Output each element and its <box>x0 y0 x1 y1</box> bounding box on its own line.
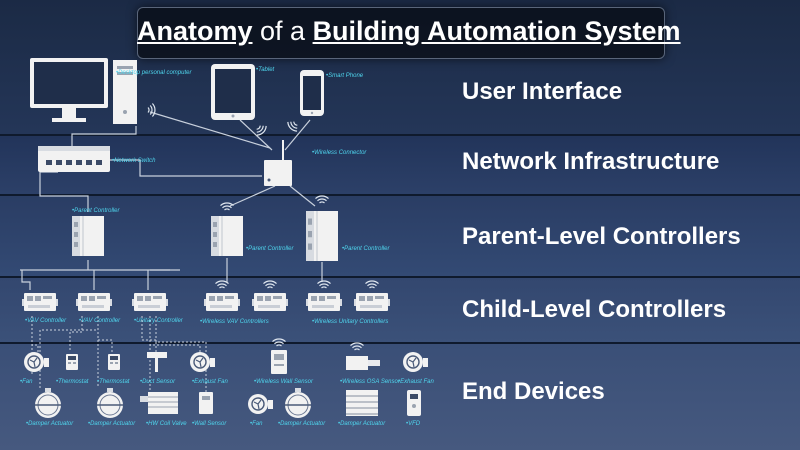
vav-controller-2 <box>76 293 112 311</box>
wireless-vav-controller-1 <box>204 293 240 311</box>
duct-sensor <box>147 352 167 372</box>
band-separator <box>0 134 800 136</box>
label-wireless-vav: •Wireless VAV Controllers <box>200 319 269 325</box>
vfd <box>407 390 421 416</box>
wireless-unitary-controller-2 <box>354 293 390 311</box>
wireless-icon <box>262 280 278 289</box>
fan-2 <box>247 393 274 415</box>
band-separator <box>0 276 800 278</box>
wireless-osa-sensor <box>346 342 380 370</box>
title-part1: Anatomy <box>137 16 253 46</box>
hw-coil-valve <box>140 392 178 414</box>
label-exhaust-fan-2: •Exhaust Fan <box>398 379 434 385</box>
tier-label-user-interface: User Interface <box>462 78 623 105</box>
fan-1 <box>23 351 50 373</box>
band-network-infrastructure <box>0 136 800 194</box>
parent-controller-1 <box>71 215 105 257</box>
page-title: Anatomy of a Building Automation System <box>137 16 681 47</box>
label-wireless-unitary: •Wireless Unitary Controllers <box>312 319 388 325</box>
label-wall-sensor: •Wall Sensor <box>192 421 227 427</box>
label-parent-3: •Parent Controller <box>342 246 390 252</box>
vav-controller-1 <box>22 293 58 311</box>
wireless-icon <box>316 280 332 289</box>
damper-actuator-4 <box>346 390 378 416</box>
label-desktop: •Desktop personal computer <box>116 70 192 76</box>
title-part2: of a <box>252 16 313 46</box>
label-thermostat-2: •Thermostat <box>97 379 130 385</box>
wall-sensor <box>199 392 213 414</box>
label-exhaust-fan-1: •Exhaust Fan <box>192 379 228 385</box>
label-damper-2: •Damper Actuator <box>88 421 136 427</box>
wireless-wall-sensor <box>271 338 287 374</box>
label-switch: •Network Switch <box>112 158 156 164</box>
band-separator <box>0 194 800 196</box>
band-separator <box>0 342 800 344</box>
damper-actuator-3 <box>284 387 312 419</box>
parent-controller-3 <box>305 210 339 262</box>
band-child-controllers <box>0 278 800 342</box>
label-vav-2: •VAV Controller <box>79 318 121 324</box>
label-vfd: •VFD <box>406 421 421 427</box>
unitary-controller <box>132 293 168 311</box>
label-parent-2: •Parent Controller <box>246 246 294 252</box>
wireless-icon <box>219 202 235 211</box>
tablet <box>211 64 269 138</box>
tier-label-child-controllers: Child-Level Controllers <box>462 296 727 323</box>
tier-label-parent-controllers: Parent-Level Controllers <box>462 223 741 250</box>
thermostat-1 <box>66 354 78 370</box>
wireless-connector <box>264 140 292 186</box>
smart-phone <box>285 70 324 134</box>
exhaust-fan-2 <box>402 351 429 373</box>
label-damper-3: •Damper Actuator <box>278 421 326 427</box>
label-thermostat-1: •Thermostat <box>56 379 89 385</box>
label-vav-1: •VAV Controller <box>25 318 67 324</box>
thermostat-2 <box>108 354 120 370</box>
label-tablet: •Tablet <box>256 67 275 73</box>
title-part3: Building Automation System <box>312 16 681 46</box>
label-fan-1: •Fan <box>20 379 33 385</box>
label-wireless-osa-sensor: •Wireless OSA Sensor <box>340 379 401 385</box>
label-unitary: •Unitary Controller <box>134 318 184 324</box>
damper-actuator-1 <box>34 387 62 419</box>
label-hw-coil-valve: •HW Coil Valve <box>146 421 187 427</box>
wireless-unitary-controller-1 <box>306 293 342 311</box>
label-parent-1: •Parent Controller <box>72 208 120 214</box>
label-wireless-wall-sensor: •Wireless Wall Sensor <box>254 379 314 385</box>
tier-label-end-devices: End Devices <box>462 378 605 405</box>
wireless-icon <box>314 195 330 204</box>
band-end-devices <box>0 344 800 450</box>
label-damper-4: •Damper Actuator <box>338 421 386 427</box>
label-phone: •Smart Phone <box>326 73 364 79</box>
tier-label-network-infrastructure: Network Infrastructure <box>462 148 720 175</box>
desktop-computer <box>30 58 156 124</box>
wireless-icon <box>214 280 230 289</box>
wireless-links <box>149 111 311 151</box>
label-duct-sensor: •Duct Sensor <box>140 379 176 385</box>
wireless-icon <box>364 280 380 289</box>
band-parent-controllers <box>0 196 800 276</box>
label-damper-1: •Damper Actuator <box>26 421 74 427</box>
exhaust-fan-1 <box>189 351 216 373</box>
label-fan-2: •Fan <box>250 421 263 427</box>
label-wireless-connector: •Wireless Connector <box>312 150 367 156</box>
damper-actuator-2 <box>96 387 124 419</box>
parent-controller-2 <box>210 215 244 257</box>
wireless-vav-controller-2 <box>252 293 288 311</box>
title-box <box>137 7 665 59</box>
network-switch <box>38 146 110 172</box>
